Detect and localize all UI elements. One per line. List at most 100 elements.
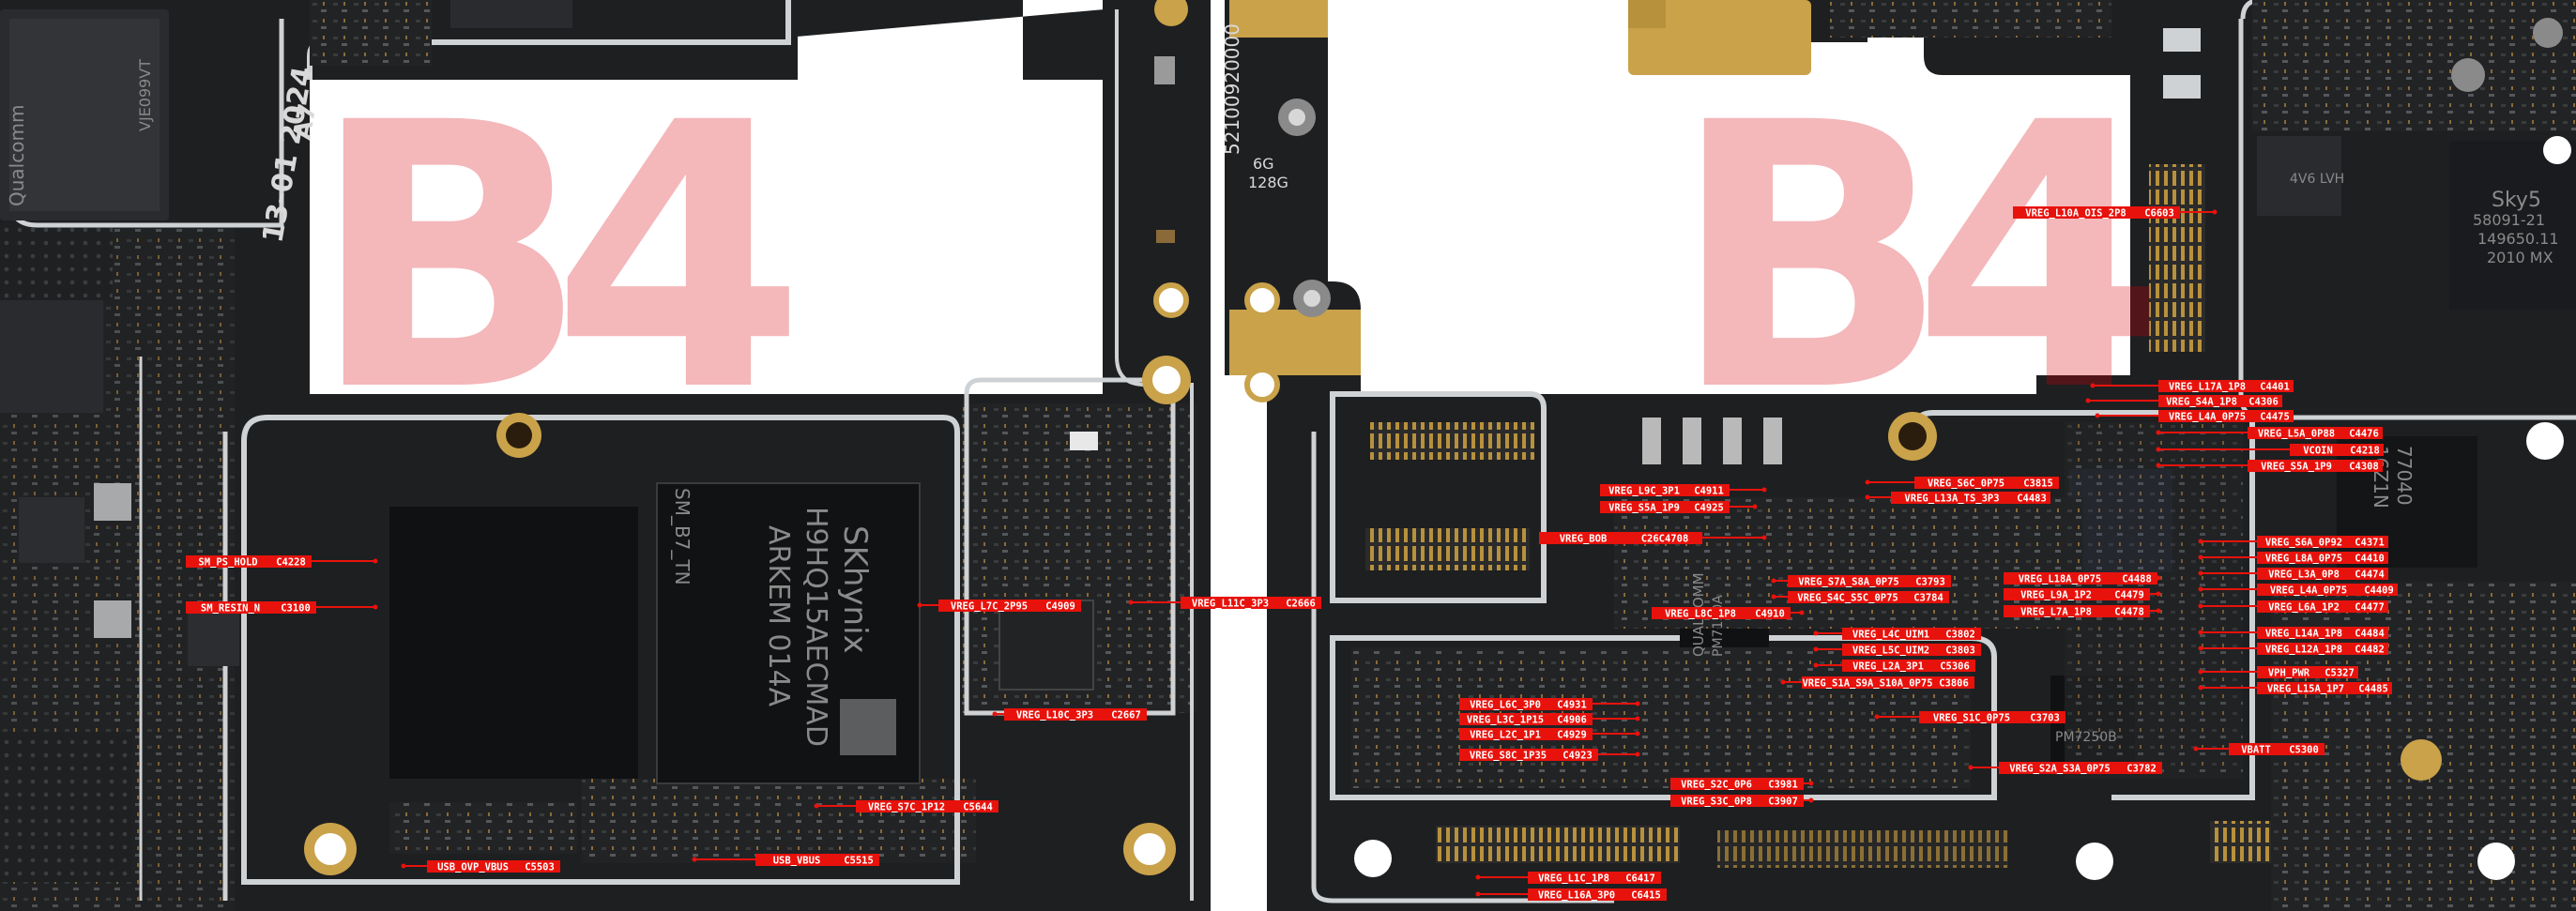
net-label-box bbox=[1788, 591, 1908, 603]
net-name-text: VREG_BOB bbox=[1560, 534, 1608, 545]
ref-designator-text: C5644 bbox=[963, 802, 993, 813]
label-anchor-dot bbox=[1813, 646, 1819, 652]
label-anchor-dot bbox=[1761, 487, 1767, 493]
ref-designator-text: C4228 bbox=[276, 557, 306, 569]
label-anchor-dot bbox=[992, 711, 998, 717]
net-label-box bbox=[2013, 206, 2139, 219]
ref-label-box bbox=[1557, 749, 1598, 761]
ref-designator-text: C4931 bbox=[1557, 700, 1587, 711]
net-label-box bbox=[755, 854, 838, 866]
net-name-text: VREG_S1A_S9A_S10A_0P75 bbox=[1802, 678, 1932, 690]
label-anchor-dot bbox=[373, 604, 378, 610]
silk-pmic-b: PM7250B bbox=[2055, 730, 2117, 745]
ref-label-box bbox=[1620, 872, 1661, 884]
ref-designator-text: C3806 bbox=[1939, 678, 1969, 690]
label-anchor-dot bbox=[1635, 701, 1640, 706]
net-label-box bbox=[2257, 568, 2351, 580]
ref-label-box bbox=[2351, 568, 2388, 580]
label-anchor-dot bbox=[1761, 535, 1767, 540]
net-name-text: VREG_L2C_1P1 bbox=[1470, 730, 1541, 741]
label-anchor-dot bbox=[917, 602, 922, 608]
ref-label-box bbox=[2013, 492, 2050, 504]
net-name-text: VREG_L4A_0P75 bbox=[2270, 585, 2347, 597]
net-name-text: VREG_L5A_0P88 bbox=[2258, 429, 2335, 440]
label-anchor-dot bbox=[2085, 398, 2091, 403]
ref-designator-text: C4909 bbox=[1045, 601, 1075, 613]
silk-soc-code: VJE099VT bbox=[136, 59, 154, 131]
ref-designator-text: C4409 bbox=[2364, 585, 2394, 597]
net-name-text: VREG_L9A_1P2 bbox=[2020, 590, 2092, 601]
net-name-text: VREG_L17A_1P8 bbox=[2169, 382, 2246, 393]
ref-designator-text: C4923 bbox=[1562, 751, 1593, 762]
ref-designator-text: C5306 bbox=[1940, 661, 1970, 673]
ref-label-box bbox=[2345, 427, 2383, 439]
ref-label-box bbox=[2345, 460, 2383, 472]
net-label-box bbox=[1999, 762, 2121, 774]
label-anchor-dot bbox=[401, 863, 406, 869]
net-label-box bbox=[2257, 627, 2351, 639]
label-anchor-dot bbox=[2212, 209, 2218, 215]
ref-designator-text: C3784 bbox=[1913, 593, 1943, 604]
silk-rev: A7 bbox=[288, 101, 322, 142]
ref-designator-text: C4483 bbox=[2017, 493, 2047, 505]
ref-label-box bbox=[2256, 410, 2294, 422]
ref-designator-text: C4371 bbox=[2355, 538, 2385, 549]
net-name-text: SM_PS_HOLD bbox=[198, 557, 257, 569]
net-label-box bbox=[2257, 666, 2321, 678]
label-anchor-dot bbox=[1865, 494, 1870, 500]
ref-label-box bbox=[1551, 713, 1593, 725]
net-label-box bbox=[938, 600, 1040, 612]
net-name-text: VREG_L1C_1P8 bbox=[1538, 873, 1609, 885]
ref-designator-text: C4485 bbox=[2358, 684, 2388, 695]
net-label-box bbox=[2004, 588, 2109, 600]
net-name-text: VREG_S7A_S8A_0P75 bbox=[1798, 577, 1898, 588]
ref-designator-text: C4929 bbox=[1557, 730, 1587, 741]
ref-designator-text: C3793 bbox=[1915, 577, 1945, 588]
net-name-text: VREG_S7C_1P12 bbox=[868, 802, 945, 813]
ref-designator-text: C4477 bbox=[2355, 602, 2385, 614]
net-name-text: VREG_S8C_1P35 bbox=[1470, 751, 1547, 762]
ref-label-box bbox=[1688, 501, 1730, 513]
net-name-text: VREG_S2A_S3A_0P75 bbox=[2009, 764, 2110, 775]
net-name-text: VREG_L14A_1P8 bbox=[2265, 629, 2342, 640]
ref-designator-text: C5327 bbox=[2324, 668, 2355, 679]
silk-ram: 6G bbox=[1253, 155, 1274, 173]
label-anchor-dot bbox=[2198, 570, 2203, 576]
ref-designator-text: C4306 bbox=[2248, 397, 2279, 408]
silk-rf-brand: Sky5 bbox=[2492, 189, 2541, 212]
right-board bbox=[1225, 0, 2576, 911]
net-name-text: VREG_L10C_3P3 bbox=[1016, 710, 1093, 721]
label-anchor-dot bbox=[1752, 504, 1758, 509]
net-label-box bbox=[2257, 682, 2355, 694]
net-label-box bbox=[1539, 532, 1627, 544]
ref-label-box bbox=[275, 601, 316, 614]
net-label-box bbox=[1842, 628, 1940, 640]
net-label-box bbox=[2004, 605, 2109, 617]
ref-designator-text: C5300 bbox=[2289, 745, 2319, 756]
net-label-vreg-l2c-1p1: VREG_L2C_1P1 C4929 bbox=[1459, 728, 1640, 741]
ref-label-box bbox=[1933, 676, 1974, 689]
ref-label-box bbox=[1040, 600, 1081, 612]
net-name-text: VREG_L6C_3P0 bbox=[1470, 700, 1541, 711]
silk-rf-l1: 58091-21 bbox=[2473, 211, 2545, 229]
ref-label-box bbox=[2346, 444, 2384, 456]
ref-designator-text: C4906 bbox=[1557, 715, 1587, 726]
label-anchor-dot bbox=[2198, 554, 2203, 560]
silk-rf-l3: 2010 MX bbox=[2487, 249, 2553, 266]
ref-designator-text: C3815 bbox=[2023, 478, 2053, 490]
